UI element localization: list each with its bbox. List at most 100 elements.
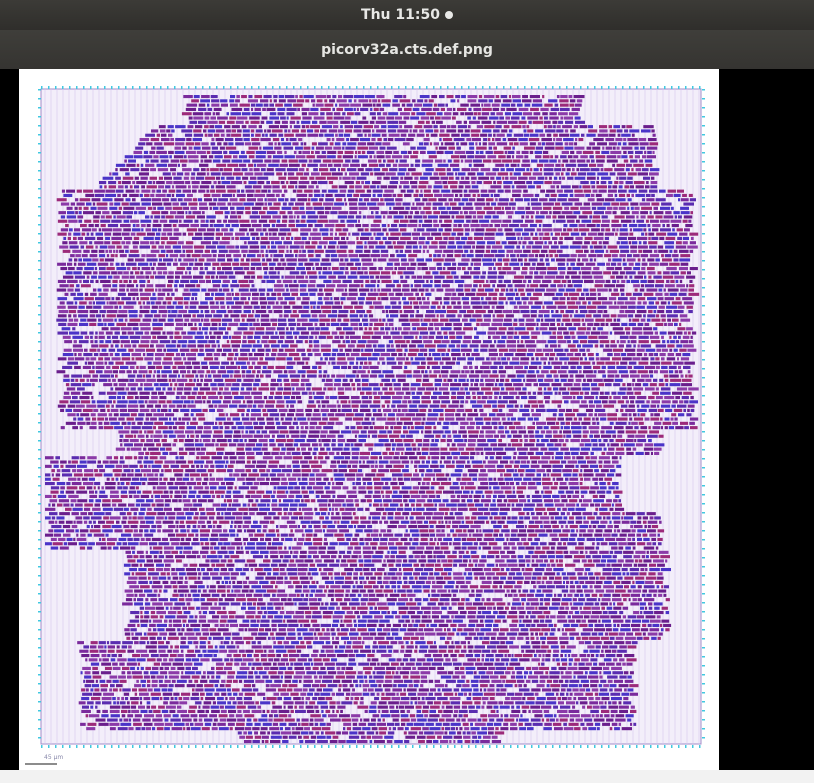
std-cell [557, 331, 562, 335]
std-cell [669, 370, 674, 374]
std-cell [380, 185, 388, 189]
std-cell [542, 236, 551, 240]
std-cell [214, 125, 223, 129]
io-pin [153, 745, 155, 748]
std-cell [419, 129, 424, 133]
std-cell [425, 241, 430, 245]
std-cell [209, 206, 212, 210]
std-cell [483, 284, 491, 288]
std-cell [313, 168, 318, 172]
std-cell [523, 301, 527, 305]
std-cell [555, 172, 560, 176]
std-cell [358, 301, 364, 305]
std-cell [314, 224, 323, 228]
std-cell [397, 271, 403, 275]
std-cell [381, 279, 392, 283]
std-cell [165, 353, 175, 357]
std-cell [689, 241, 696, 245]
std-cell [565, 288, 576, 292]
std-cell [227, 258, 233, 262]
std-cell [415, 189, 419, 193]
std-cell [388, 133, 400, 137]
std-cell [653, 249, 658, 253]
std-cell [324, 224, 335, 228]
io-pin [702, 458, 705, 460]
io-pin [300, 86, 302, 89]
std-cell [618, 193, 626, 197]
std-cell [486, 211, 496, 215]
image-viewer[interactable]: 45 μm [0, 69, 814, 783]
std-cell [366, 189, 372, 193]
io-pin [62, 86, 64, 89]
std-cell [289, 288, 299, 292]
std-cell [636, 219, 644, 223]
std-cell [649, 254, 660, 258]
std-cell [184, 172, 190, 176]
std-cell [325, 249, 336, 253]
std-cell [554, 168, 561, 172]
std-cell [590, 249, 595, 253]
std-cell [536, 322, 539, 326]
io-pin [38, 728, 41, 730]
std-cell [242, 129, 250, 133]
std-cell [573, 322, 581, 326]
std-cell [150, 331, 161, 335]
std-cell [399, 159, 407, 163]
std-cell [545, 176, 548, 180]
std-cell [488, 142, 495, 146]
std-cell [91, 275, 97, 279]
std-cell [416, 112, 426, 116]
std-cell [405, 275, 410, 279]
std-cell [591, 206, 597, 210]
std-cell [616, 365, 627, 369]
std-cell [612, 211, 617, 215]
io-pin [38, 404, 41, 406]
std-cell [388, 129, 397, 133]
std-cell [394, 138, 406, 142]
std-cell [350, 267, 357, 271]
std-cell [544, 318, 555, 322]
window-titlebar[interactable]: picorv32a.cts.def.png [0, 30, 814, 69]
std-cell [484, 215, 492, 219]
std-cell [74, 206, 78, 210]
std-cell [283, 314, 289, 318]
std-cell [473, 279, 485, 283]
std-cell [229, 335, 232, 339]
std-cell [349, 206, 358, 210]
std-cell [495, 95, 500, 99]
io-pin [38, 503, 41, 505]
std-cell [364, 348, 373, 352]
std-cell [213, 181, 217, 185]
std-cell [327, 150, 337, 154]
clock[interactable]: Thu 11:50 [361, 7, 440, 23]
std-cell [313, 344, 320, 348]
std-cell [294, 211, 306, 215]
std-cell [181, 129, 193, 133]
std-cell [678, 267, 688, 271]
io-pin [629, 745, 631, 748]
std-cell [425, 129, 434, 133]
std-cell [530, 232, 534, 236]
std-cell [653, 310, 657, 314]
std-cell [561, 168, 566, 172]
std-cell [393, 219, 399, 223]
std-cell [644, 150, 647, 154]
std-cell [68, 314, 72, 318]
std-cell [337, 155, 342, 159]
std-cell [171, 340, 177, 344]
std-cell [174, 150, 185, 154]
std-cell [73, 271, 82, 275]
io-pin [702, 206, 705, 208]
std-cell [564, 189, 573, 193]
std-cell [433, 219, 438, 223]
std-cell [141, 228, 144, 232]
std-cell [341, 365, 347, 369]
std-cell [177, 340, 188, 344]
std-cell [57, 297, 68, 301]
io-pin [566, 745, 568, 748]
io-pin [702, 494, 705, 496]
std-cell [451, 155, 460, 159]
io-pin [328, 745, 330, 748]
std-cell [199, 267, 204, 271]
std-cell [233, 258, 239, 262]
